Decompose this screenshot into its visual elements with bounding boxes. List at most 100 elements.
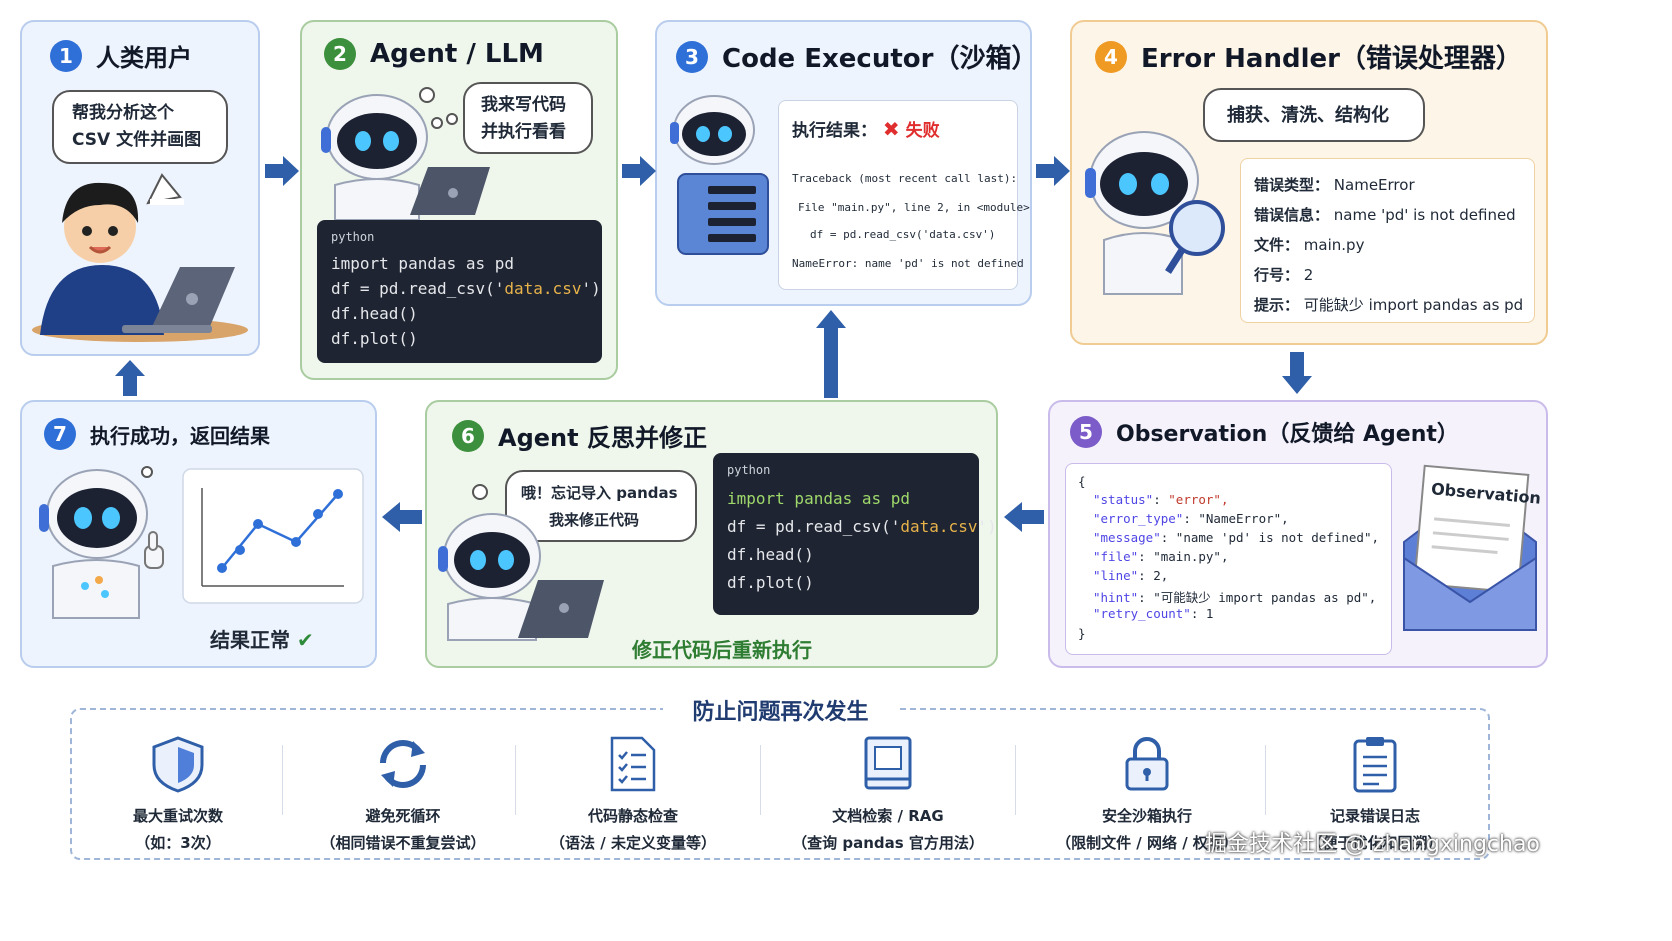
- success-text: 结果正常: [210, 628, 290, 652]
- json-line: "file": "main.py",: [1093, 549, 1229, 564]
- panel-1-title: 1 人类用户: [50, 38, 192, 73]
- bubble-line: 我来写代码: [481, 95, 566, 115]
- panel-2-title: 2 Agent / LLM: [324, 38, 544, 70]
- step-badge: 7: [44, 418, 76, 450]
- json-value: "main.py",: [1153, 549, 1229, 564]
- json-key: "status": [1093, 492, 1154, 507]
- arrow-left-icon: [1004, 502, 1044, 532]
- result-line: 执行结果： ✖ 失败: [792, 116, 940, 141]
- step-badge: 5: [1070, 416, 1102, 448]
- step-badge: 3: [676, 40, 708, 73]
- prevention-item-sublabel: （相同错误不重复尝试）: [320, 834, 486, 852]
- panel-5-title: 5 Observation（反馈给 Agent）: [1070, 416, 1459, 448]
- divider: [515, 745, 516, 815]
- execution-result-box: [778, 100, 1018, 290]
- prevention-item-label: 文档检索 / RAG: [832, 807, 944, 825]
- code-language-label: python: [727, 463, 771, 477]
- json-line: "error_type": "NameError",: [1093, 511, 1289, 526]
- observation-json-box: [1065, 463, 1392, 655]
- info-value: main.py: [1303, 236, 1365, 254]
- json-line: "message": "name 'pd' is not defined",: [1093, 530, 1379, 545]
- bubble-line: CSV 文件并画图: [72, 130, 202, 150]
- arrow-right-icon: [1036, 156, 1070, 186]
- info-row: 文件： main.py: [1254, 234, 1364, 255]
- panel-title-text: 执行成功，返回结果: [90, 423, 270, 448]
- robot-with-laptop-illustration: [321, 87, 490, 221]
- user-with-laptop-illustration: [32, 173, 248, 342]
- info-value: NameError: [1333, 176, 1415, 194]
- panel-title-text: Agent 反思并修正: [498, 424, 707, 452]
- code-block: python import pandas as pd df = pd.read_…: [317, 220, 602, 363]
- arrow-down-icon: [1282, 352, 1312, 394]
- traceback-line: File "main.py", line 2, in <module>: [798, 201, 1030, 214]
- speech-bubble: 帮我分析这个 CSV 文件并画图: [52, 90, 228, 164]
- robot-thumbs-up-illustration: [39, 466, 164, 619]
- json-value: "name 'pd' is not defined",: [1175, 530, 1379, 545]
- json-key: "message": [1093, 530, 1161, 545]
- panel-4-title: 4 Error Handler（错误处理器）: [1095, 38, 1522, 75]
- json-key: "line": [1093, 568, 1139, 583]
- robot-with-laptop-illustration: [438, 484, 604, 641]
- traceback-line: Traceback (most recent call last):: [792, 172, 1018, 185]
- prevention-title: 防止问题再次发生: [663, 694, 898, 726]
- divider: [760, 745, 761, 815]
- code-line: import pandas as pd: [331, 254, 515, 273]
- cross-icon: ✖: [882, 117, 900, 141]
- prevention-item-label: 避免死循环: [365, 807, 441, 825]
- result-label: 执行结果：: [792, 121, 877, 141]
- arrow-left-icon: [382, 502, 422, 532]
- envelope-icon: [1403, 464, 1537, 631]
- prevention-item: 避免死循环 （相同错误不重复尝试）: [283, 735, 523, 853]
- speech-bubble: 捕获、清洗、结构化: [1203, 88, 1425, 142]
- arrow-up-icon: [816, 310, 846, 398]
- code-line: df.head(): [727, 545, 814, 564]
- step-badge: 6: [452, 419, 484, 452]
- info-row: 提示： 可能缺少 import pandas as pd: [1254, 294, 1523, 315]
- json-value: 1: [1205, 606, 1214, 621]
- panel-3-title: 3 Code Executor（沙箱）: [676, 38, 1037, 75]
- bubble-line: 并执行看看: [481, 122, 566, 142]
- prevention-item: 文档检索 / RAG （查询 pandas 官方用法）: [768, 735, 1008, 853]
- step-badge: 4: [1095, 40, 1127, 73]
- prevention-item-label: 安全沙箱执行: [1101, 807, 1192, 825]
- checklist-icon: [610, 736, 656, 792]
- robot-with-server-illustration: [670, 95, 769, 255]
- check-icon: ✔: [296, 628, 314, 652]
- arrow-right-icon: [622, 156, 656, 186]
- info-value: name 'pd' is not defined: [1333, 206, 1516, 224]
- json-value: "NameError",: [1198, 511, 1289, 526]
- prevention-item-sublabel: （限制文件 / 网络 / 权限）: [1056, 834, 1238, 852]
- json-line: "line": 2,: [1093, 568, 1169, 583]
- info-key: 错误信息：: [1254, 206, 1330, 224]
- code-language-label: python: [331, 230, 375, 244]
- json-value: 2,: [1153, 568, 1169, 583]
- panel-title-text: Error Handler（错误处理器）: [1141, 44, 1522, 74]
- json-value: "error",: [1168, 492, 1229, 507]
- panel-title-text: 人类用户: [96, 44, 192, 72]
- prevention-item-label: 代码静态检查: [587, 807, 678, 825]
- traceback-line: NameError: name 'pd' is not defined: [792, 257, 1024, 270]
- code-line: df = pd.read_csv('data.csv'): [727, 517, 997, 536]
- step-badge: 1: [50, 39, 82, 72]
- step-badge: 2: [324, 38, 356, 70]
- json-key: "error_type": [1093, 511, 1184, 526]
- shield-icon: [152, 736, 204, 793]
- bubble-line: 哦！忘记导入 pandas: [521, 484, 678, 502]
- watermark-text: 掘金技术社区 @ zhangxingchao: [1205, 832, 1540, 857]
- code-line: df = pd.read_csv('data.csv'): [331, 279, 601, 298]
- thought-bubble: 哦！忘记导入 pandas 我来修正代码: [505, 470, 697, 542]
- divider: [1265, 745, 1266, 815]
- prevention-item-label: 最大重试次数: [132, 807, 223, 825]
- info-key: 文件：: [1254, 236, 1300, 254]
- info-key: 行号：: [1254, 266, 1300, 284]
- line-chart-thumbnail: [182, 468, 364, 604]
- panel-title-text: Agent / LLM: [370, 39, 544, 69]
- robot-with-magnifier-illustration: [1085, 131, 1225, 295]
- json-line: {: [1078, 474, 1086, 489]
- refresh-icon: [380, 740, 426, 788]
- json-line: "hint": "可能缺少 import pandas as pd",: [1093, 590, 1377, 605]
- info-value: 可能缺少 import pandas as pd: [1303, 296, 1524, 314]
- json-line: }: [1078, 626, 1086, 641]
- book-icon: [864, 736, 912, 790]
- panel-title-text: Code Executor（沙箱）: [722, 44, 1038, 74]
